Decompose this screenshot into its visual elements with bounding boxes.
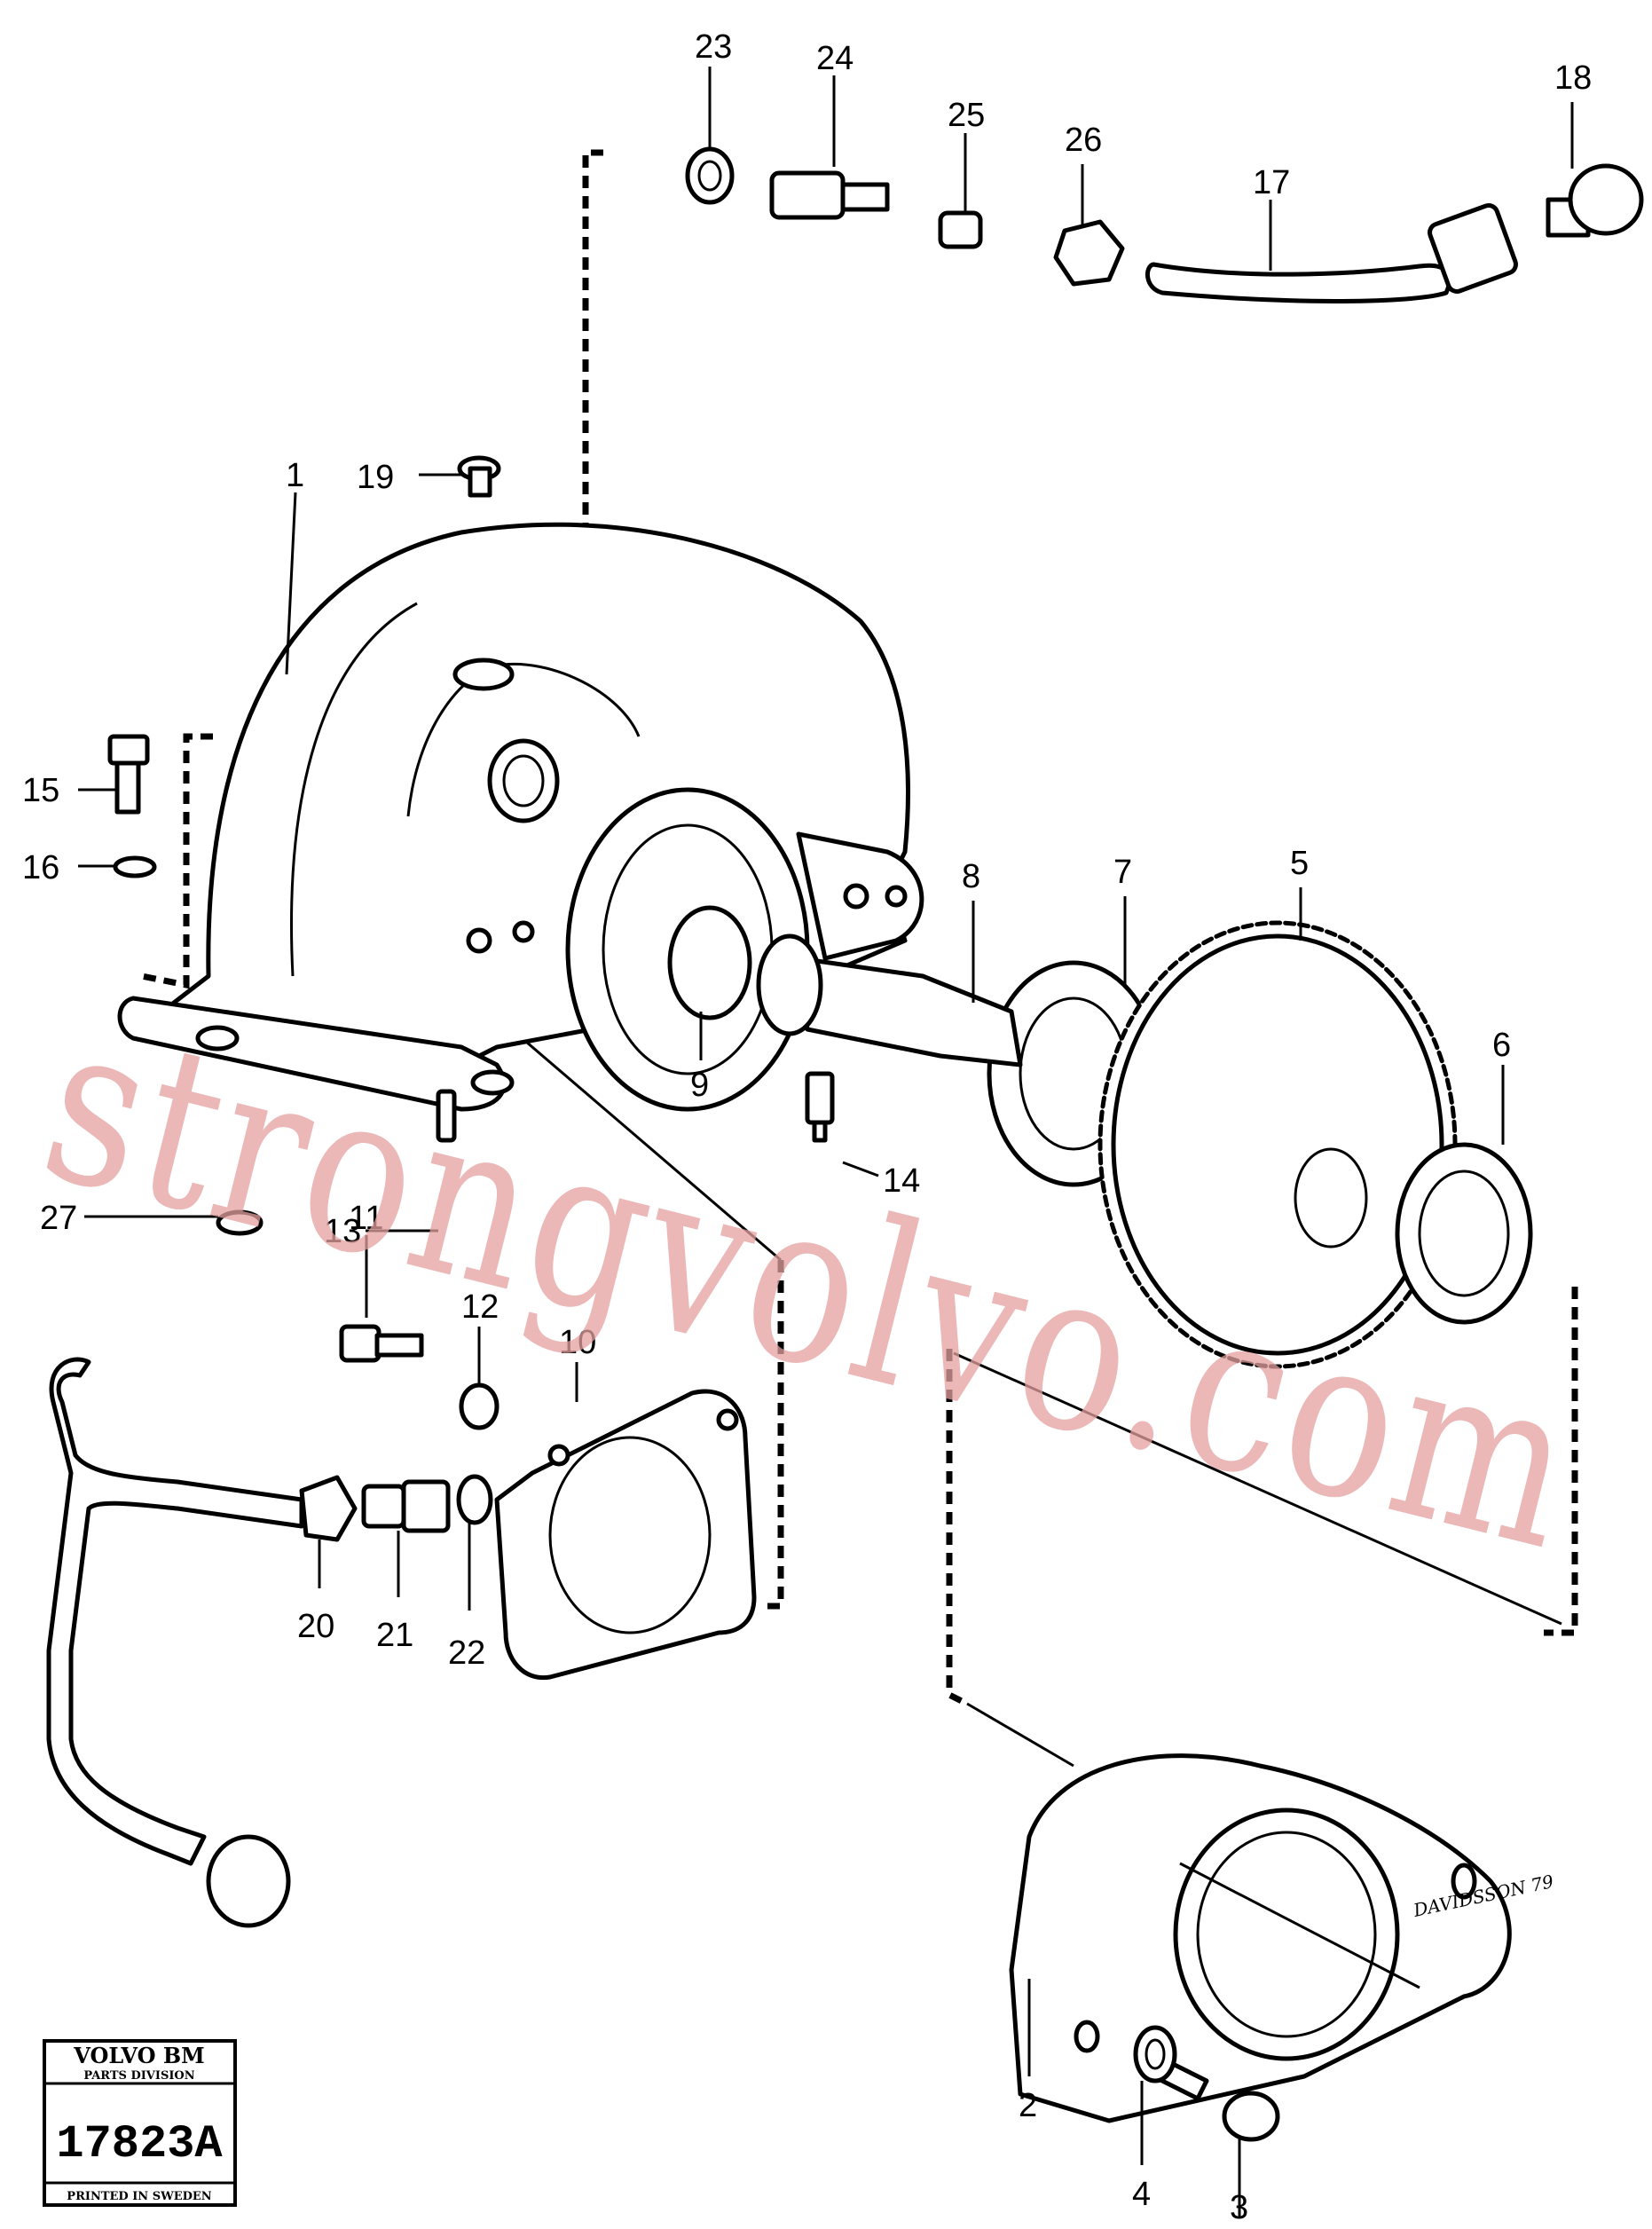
washer-4 <box>1133 2025 1177 2083</box>
callout-17: 17 <box>1253 164 1290 201</box>
washer-12 <box>459 1382 500 1430</box>
callout-11: 11 <box>349 1200 383 1237</box>
callout-26: 26 <box>1065 122 1102 159</box>
callout-labels: 23 24 25 26 17 18 19 1 15 16 8 7 5 6 9 1… <box>22 28 1592 2226</box>
callout-24: 24 <box>816 40 854 77</box>
callout-6: 6 <box>1492 1027 1511 1064</box>
callout-12: 12 <box>461 1288 499 1326</box>
washer-27 <box>216 1209 264 1236</box>
callout-4: 4 <box>1132 2176 1151 2213</box>
callout-18: 18 <box>1554 59 1592 97</box>
bearing-cap <box>1009 1753 1512 2123</box>
drive-gear-5 <box>1097 920 1458 1369</box>
callout-2: 2 <box>1019 2087 1037 2124</box>
snap-ring-9 <box>667 905 752 1020</box>
assembly-guide-lines <box>141 149 1578 1768</box>
plug-19 <box>457 455 501 498</box>
callout-14: 14 <box>883 1162 920 1200</box>
title-block-division: PARTS DIVISION <box>83 2069 194 2083</box>
title-block-brand: VOLVO BM <box>73 2043 204 2068</box>
pin-14 <box>805 1071 835 1143</box>
washer-16 <box>113 855 157 878</box>
pipe-17 <box>1145 203 1518 303</box>
callout-19: 19 <box>357 459 394 496</box>
nut-20 <box>299 1475 358 1542</box>
washer-22 <box>456 1474 493 1525</box>
callout-1: 1 <box>286 457 304 494</box>
callout-25: 25 <box>948 97 985 134</box>
callout-10: 10 <box>559 1324 596 1361</box>
callout-9: 9 <box>690 1067 709 1104</box>
shaft-8 <box>756 933 1023 1067</box>
screw-15 <box>107 734 150 815</box>
callout-21: 21 <box>376 1617 413 1654</box>
adapter-18 <box>1546 163 1644 238</box>
union-24 <box>769 170 890 220</box>
screw-11 <box>339 1324 424 1363</box>
washer-23 <box>685 146 735 205</box>
bearing-6 <box>1395 1142 1533 1325</box>
leader-lines <box>78 67 1574 2218</box>
oil-pipe <box>46 1357 304 1928</box>
callout-22: 22 <box>448 1634 485 1672</box>
callout-3: 3 <box>1230 2189 1248 2226</box>
title-block-printed: PRINTED IN SWEDEN <box>67 2190 211 2203</box>
callout-13: 13 <box>324 1213 361 1250</box>
callout-15: 15 <box>22 772 59 809</box>
union-21 <box>361 1479 451 1533</box>
title-block-drawing-number: 17823A <box>56 2118 223 2170</box>
sleeve-25 <box>938 210 983 249</box>
dowel-13 <box>436 1089 457 1143</box>
title-block: VOLVO BM PARTS DIVISION 17823A PRINTED I… <box>43 2039 237 2207</box>
nut-26 <box>1053 219 1125 287</box>
cover-10 <box>494 1389 757 1681</box>
callout-5: 5 <box>1290 845 1309 882</box>
callout-7: 7 <box>1113 854 1132 891</box>
callout-23: 23 <box>695 28 732 66</box>
callout-8: 8 <box>962 858 980 895</box>
callout-20: 20 <box>297 1608 334 1645</box>
callout-16: 16 <box>22 849 59 886</box>
callout-27: 27 <box>40 1200 77 1237</box>
